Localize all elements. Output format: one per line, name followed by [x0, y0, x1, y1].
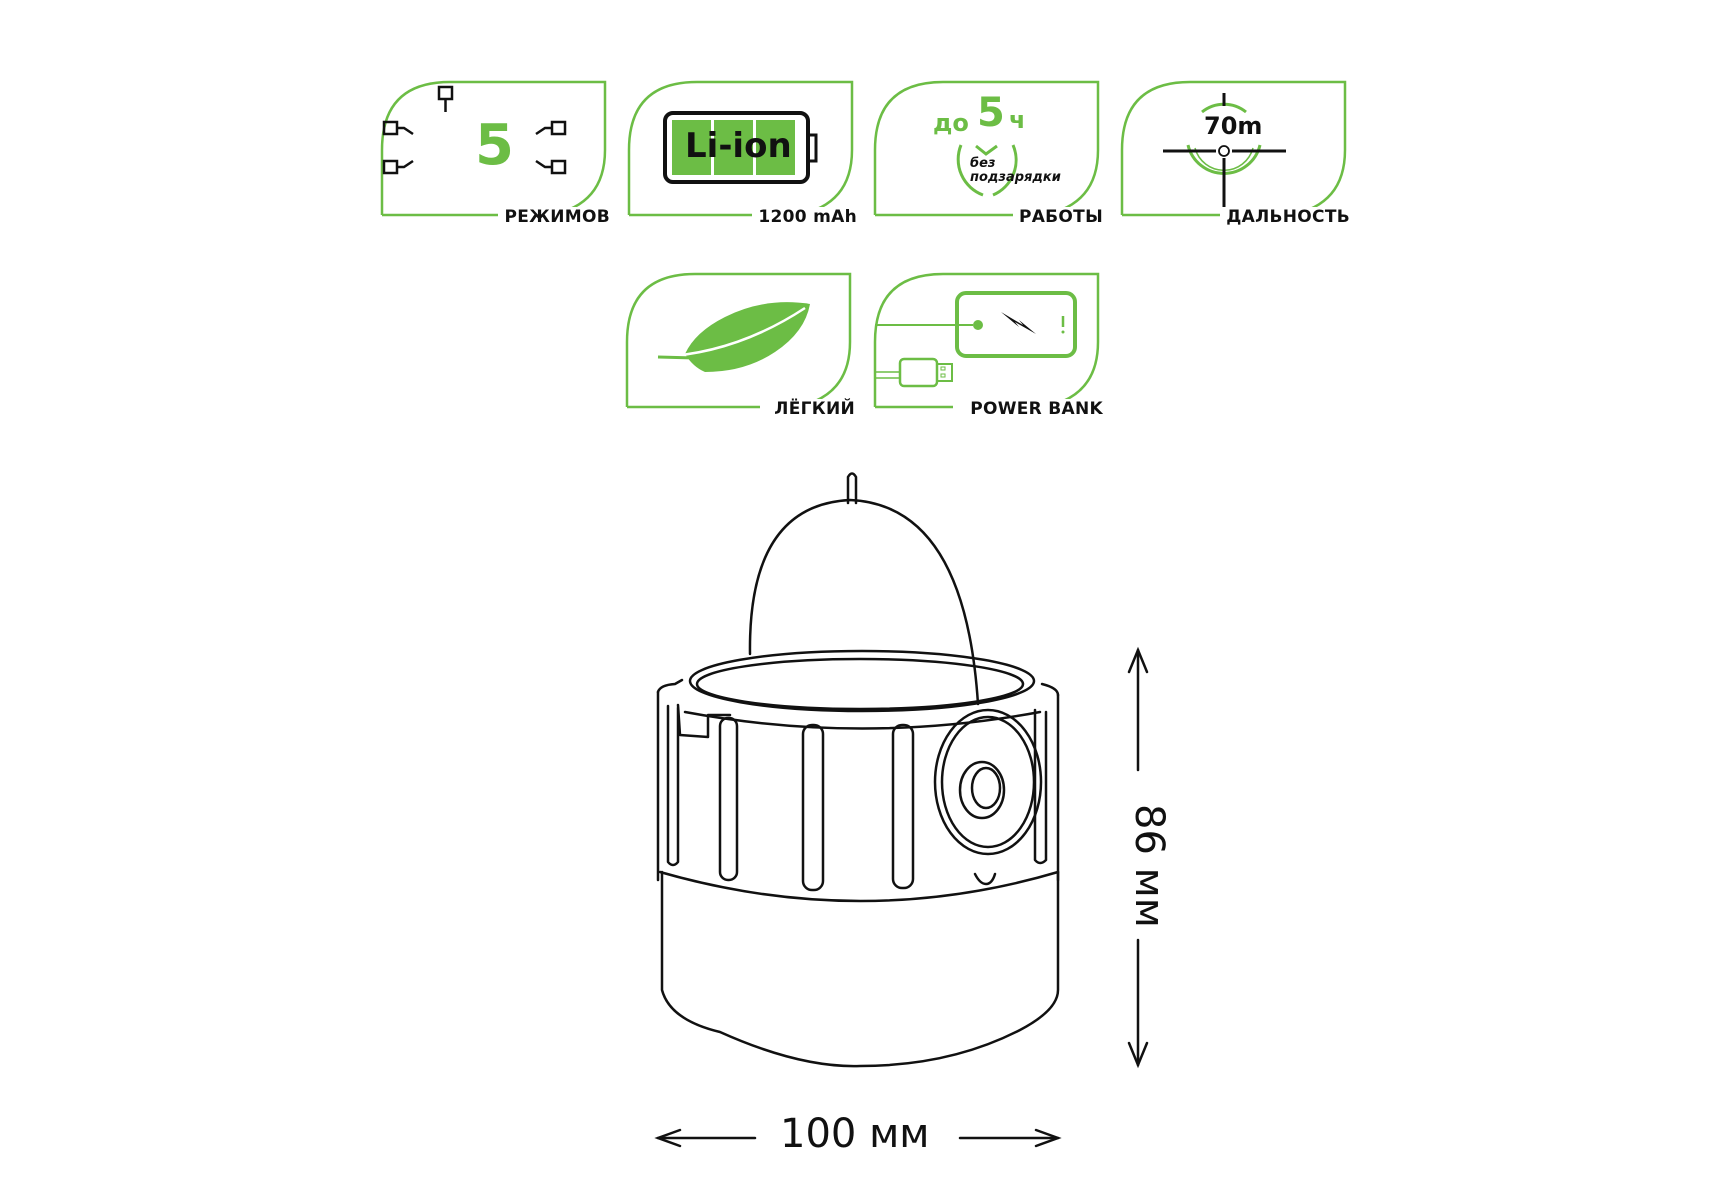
- rib: [1033, 708, 1048, 865]
- powerbank-icon: [875, 291, 1077, 388]
- rib: [891, 723, 915, 890]
- card-frame: [380, 80, 607, 217]
- width-dimension-label: 100 мм: [780, 1111, 930, 1157]
- card-frame: [873, 80, 1100, 217]
- lens-outer: [933, 708, 1043, 856]
- card-caption: ДАЛЬНОСТЬ: [1220, 207, 1350, 227]
- lens-tab: [973, 872, 997, 886]
- lens-center-inner: [970, 766, 1002, 810]
- card-frame: [1120, 80, 1347, 217]
- modes-count: 5: [475, 113, 514, 178]
- feather-icon: [657, 302, 810, 372]
- lens-center-outer: [958, 760, 1006, 820]
- card-caption: 1200 mAh: [752, 207, 857, 227]
- lower-body: [660, 870, 1060, 1068]
- battery-type: Li-ion: [685, 126, 792, 166]
- feature-card-range: 70m ДАЛЬНОСТЬ: [1120, 80, 1350, 227]
- lid-notch: [676, 703, 732, 739]
- top-lid-inner: [695, 657, 1025, 711]
- feature-card-battery: Li-ion 1200 mAh: [627, 80, 857, 227]
- top-lid-outer: [688, 649, 1036, 713]
- body-waist: [658, 870, 1060, 903]
- card-frame: [627, 80, 854, 217]
- runtime-prefix: до: [933, 109, 969, 137]
- runtime-unit: ч: [1009, 106, 1026, 134]
- runtime-hours: 5: [977, 90, 1005, 136]
- clock-icon: [956, 144, 1018, 197]
- height-arrow-down-icon: [1127, 1041, 1149, 1069]
- feature-card-runtime: до 5 ч без подзарядки РАБОТЫ: [873, 80, 1103, 227]
- rib: [666, 704, 680, 867]
- card-caption: POWER BANK: [964, 399, 1103, 419]
- range-value: 70m: [1204, 112, 1263, 140]
- wire-handle: [748, 498, 980, 706]
- rib: [718, 716, 739, 882]
- height-dimension-label: 86 мм: [1126, 804, 1172, 928]
- crosshair-icon: [1163, 93, 1286, 208]
- runtime-note-line1: без: [970, 156, 996, 171]
- width-arrow-left-icon: [654, 1128, 682, 1148]
- card-caption: РЕЖИМОВ: [498, 207, 610, 227]
- card-caption: РАБОТЫ: [1012, 207, 1103, 227]
- feature-card-powerbank: POWER BANK: [873, 272, 1103, 419]
- body-rim: [656, 678, 1060, 697]
- modes-network-icon: [382, 85, 567, 175]
- card-caption: ЛЁГКИЙ: [768, 399, 855, 419]
- handle-hook: [846, 472, 858, 505]
- lens-inner: [940, 715, 1036, 849]
- rib: [801, 723, 825, 892]
- runtime-note-line2: подзарядки: [970, 170, 1061, 185]
- battery-icon: [663, 111, 818, 184]
- card-frame: [625, 272, 852, 409]
- card-frame: [873, 272, 1100, 409]
- feature-card-light: ЛЁГКИЙ: [625, 272, 855, 419]
- feature-card-modes: 5 РЕЖИМОВ: [380, 80, 610, 227]
- height-arrow-up-icon: [1127, 646, 1149, 674]
- width-arrow-right-icon: [1034, 1128, 1062, 1148]
